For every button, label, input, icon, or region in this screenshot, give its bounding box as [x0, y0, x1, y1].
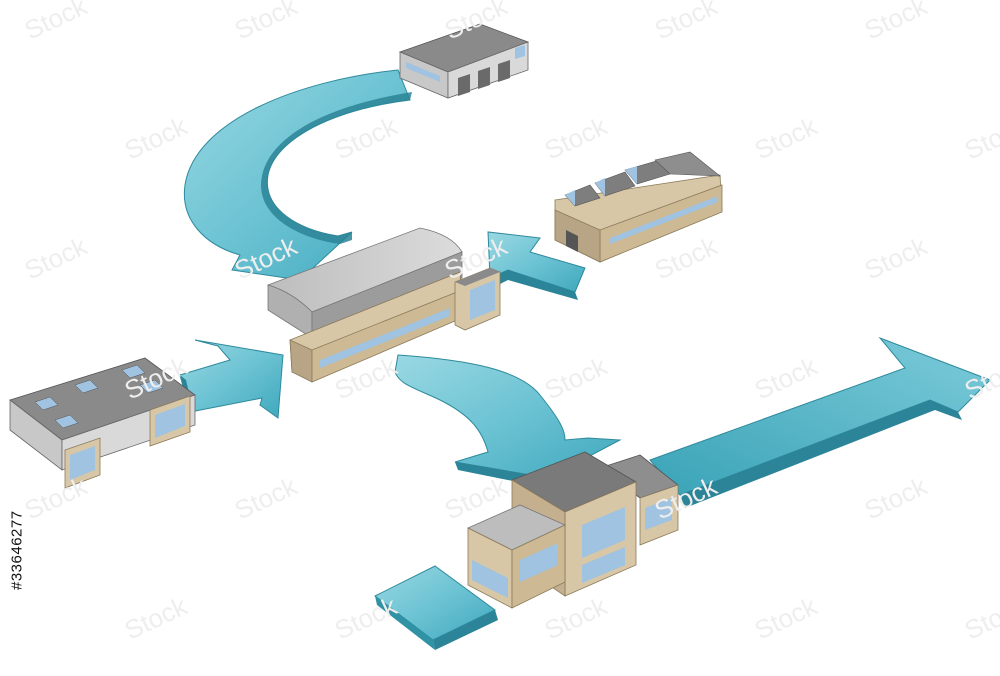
factory-sawtooth-icon [554, 151, 723, 263]
edge-arrow-top-to-hub [183, 69, 412, 281]
edge-arrow-left-to-hub [179, 339, 284, 419]
building-bottom-office [467, 451, 679, 609]
edge-arrow-office-to-out [649, 336, 991, 508]
warehouse-small-icon [398, 23, 530, 99]
office-complex-icon [467, 451, 679, 609]
warehouse-skylights-icon [9, 357, 196, 489]
building-sawtooth [554, 151, 723, 263]
building-central-hub [266, 227, 501, 383]
warehouse-hub-icon [266, 227, 501, 383]
edge-arrow-tail-slab [374, 565, 498, 650]
building-left-skylights [9, 357, 196, 489]
building-top-small [398, 23, 530, 99]
stock-id-label: #33646277 [8, 510, 26, 590]
edge-arrow-factory-to-hub [487, 231, 586, 300]
